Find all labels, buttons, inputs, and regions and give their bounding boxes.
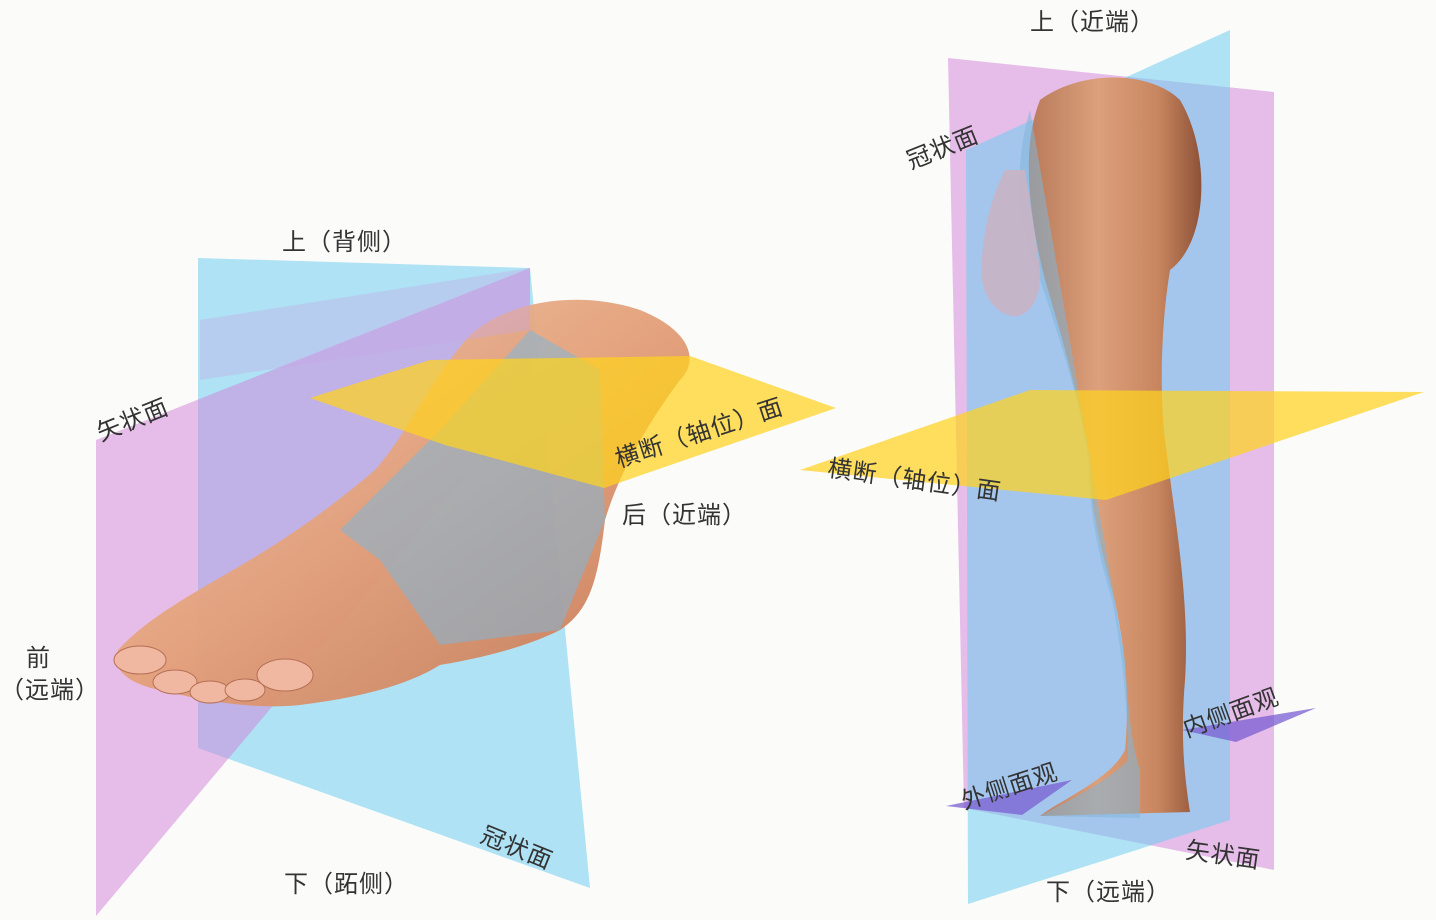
foot-anterior-label: 前 [26, 646, 51, 670]
foot-superior-label: 上（背侧） [282, 230, 407, 254]
leg-superior-label: 上（近端） [1030, 10, 1155, 34]
foot-anterior-sub-label: （远端） [0, 678, 100, 702]
foot-inferior-label: 下（跖侧） [284, 872, 409, 896]
leg-inferior-label: 下（远端） [1046, 880, 1171, 904]
foot-posterior-label: 后（近端） [622, 503, 747, 527]
